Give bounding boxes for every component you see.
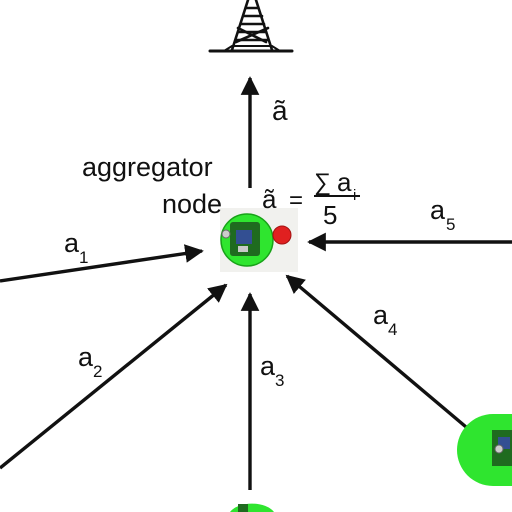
sensor-node-icon — [220, 213, 274, 267]
formula-denominator: 5 — [323, 200, 337, 230]
formula-sum: ∑ — [314, 169, 331, 196]
formula-lhs: ã — [262, 184, 277, 214]
arrow-a2 — [0, 283, 228, 470]
input-label-a3: a 3 — [260, 351, 284, 390]
red-led-icon — [272, 225, 292, 245]
aggregator-label-line2: node — [162, 189, 222, 219]
input-a3-base: a — [260, 351, 276, 381]
input-label-a4: a 4 — [373, 300, 397, 339]
input-label-a2: a 2 — [78, 342, 102, 381]
input-label-a5: a 5 — [430, 195, 455, 234]
average-formula: ã = ∑ a i 5 — [262, 167, 360, 230]
input-a1-base: a — [64, 228, 80, 258]
input-a5-sub: 5 — [446, 215, 455, 234]
input-a5-base: a — [430, 195, 446, 225]
input-a2-base: a — [78, 342, 94, 372]
sensor-node-icon — [230, 503, 274, 512]
input-a4-base: a — [373, 300, 389, 330]
arrow-a1 — [0, 244, 204, 283]
arrow-a4 — [285, 274, 474, 434]
formula-equals: = — [289, 187, 303, 214]
input-label-a1: a 1 — [64, 228, 88, 267]
aggregator-node — [220, 208, 298, 272]
arrows — [0, 76, 512, 490]
input-a3-sub: 3 — [275, 371, 284, 390]
output-label: ã — [272, 95, 288, 126]
aggregator-label-line1: aggregator — [82, 152, 213, 182]
formula-var: a — [337, 167, 352, 197]
input-a2-sub: 2 — [93, 362, 102, 381]
cell-tower-icon — [208, 0, 294, 53]
input-a4-sub: 4 — [388, 320, 397, 339]
sensor-node-icon — [457, 414, 512, 486]
input-a1-sub: 1 — [79, 248, 88, 267]
